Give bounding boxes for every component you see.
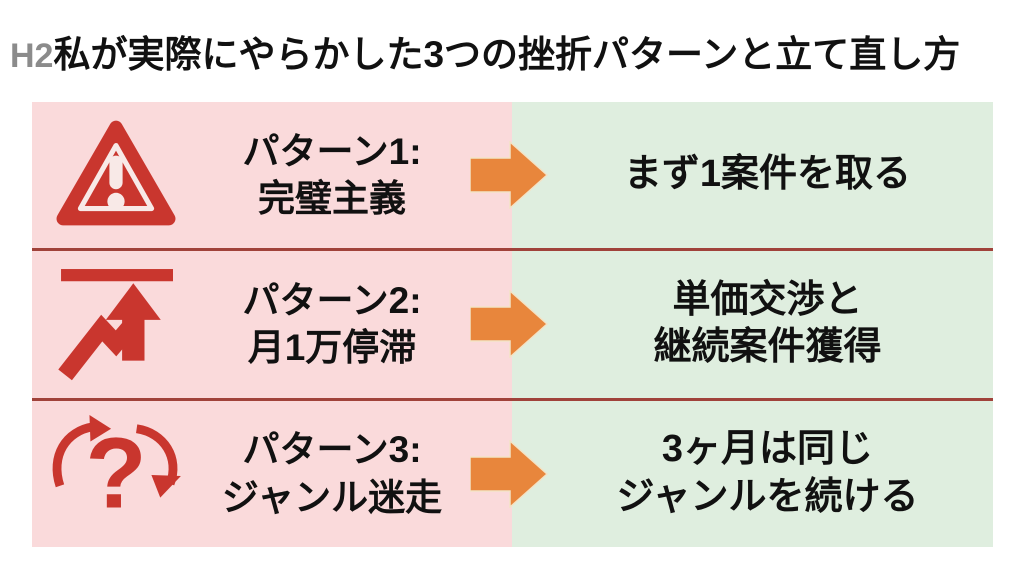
solution-3-line1: 3ヶ月は同じ (661, 428, 874, 471)
growth-ceiling-arrow-icon (32, 267, 200, 381)
pattern-3-cell: ? パターン3: ジャンル迷走 (32, 400, 512, 547)
pattern-3-label: パターン3: ジャンル迷走 (200, 426, 512, 521)
pattern-1-cell: パターン1: 完璧主義 (32, 102, 512, 249)
pattern-2-cell: パターン2: 月1万停滞 (32, 251, 512, 398)
solution-2-cell: 単価交渉と 継続案件獲得 (512, 251, 993, 398)
table-row-pattern-2: パターン2: 月1万停滞 単価交渉と 継続案件獲得 (32, 251, 993, 401)
solution-3-label: 3ヶ月は同じ ジャンルを続ける (586, 426, 918, 521)
pattern-3-line1: パターン3: (242, 429, 422, 471)
solution-3-line2: ジャンルを続ける (616, 475, 919, 518)
pattern-1-label: パターン1: 完璧主義 (200, 128, 512, 223)
right-arrow-icon (470, 141, 548, 210)
pattern-2-label: パターン2: 月1万停滞 (200, 277, 512, 372)
h2-tag-label: H2 (10, 37, 54, 75)
table-row-pattern-3: ? パターン3: ジャンル迷走 3ヶ月は同じ ジャンルを続ける (32, 400, 993, 547)
right-arrow-icon (470, 290, 548, 359)
warning-triangle-icon (32, 119, 200, 231)
solution-2-line2: 継続案件獲得 (653, 326, 882, 369)
confused-question-icon: ? (32, 414, 200, 533)
pattern-2-line1: パターン2: (242, 280, 422, 322)
pattern-3-line2: ジャンル迷走 (221, 476, 443, 518)
solution-3-cell: 3ヶ月は同じ ジャンルを続ける (512, 400, 993, 547)
page-title: H2私が実際にやらかした3つの挫折パターンと立て直し方 (10, 24, 960, 78)
pattern-2-line2: 月1万停滞 (247, 327, 417, 369)
pattern-solution-table: パターン1: 完璧主義 まず1案件を取る (32, 102, 993, 547)
right-arrow-icon (470, 439, 548, 508)
pattern-1-line1: パターン1: (242, 130, 422, 172)
solution-2-label: 単価交渉と 継続案件獲得 (623, 277, 881, 372)
solution-1-label: まず1案件を取る (594, 151, 911, 199)
solution-1-line1: まず1案件を取る (623, 153, 912, 196)
solution-2-line1: 単価交渉と (672, 278, 863, 321)
title-text: 私が実際にやらかした3つの挫折パターンと立て直し方 (53, 34, 961, 75)
pattern-1-line2: 完璧主義 (258, 178, 406, 220)
solution-1-cell: まず1案件を取る (512, 102, 993, 249)
table-row-pattern-1: パターン1: 完璧主義 まず1案件を取る (32, 102, 993, 252)
